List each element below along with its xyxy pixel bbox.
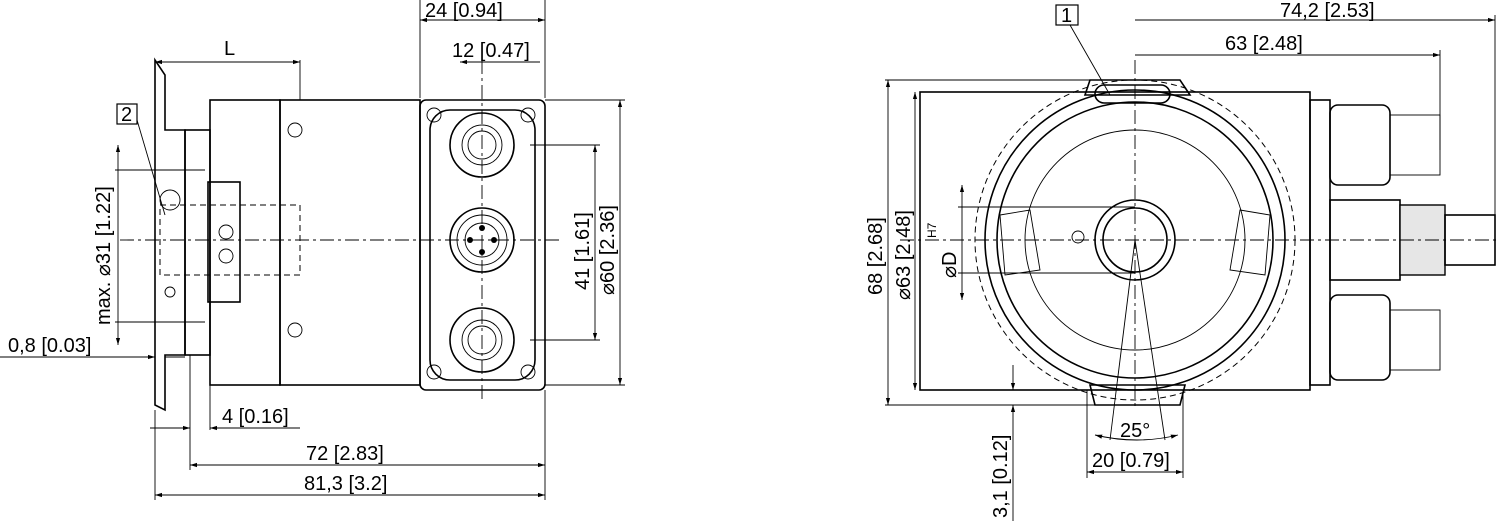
plate-screw-icon	[426, 107, 442, 123]
dim-bore: ⌀D	[939, 252, 961, 278]
housing-outline	[919, 91, 1311, 391]
dim-angle: 25°	[1120, 420, 1150, 442]
flange-hub	[184, 129, 211, 356]
face-slot-left	[999, 209, 1041, 276]
front-view: 1 74,2 [2.53] 63 [2.48] 68 [2.68] ⌀63 [2…	[865, 0, 1500, 521]
plate-screw-icon	[426, 364, 442, 380]
set-screw-icon	[1071, 230, 1085, 244]
dim-total-length: 81,3 [3.2]	[304, 473, 387, 495]
callout-2-box	[116, 103, 138, 125]
side-connector-top	[1329, 104, 1441, 186]
dim-shaft-length: L	[224, 38, 235, 60]
dim-flange-offset: 4 [0.16]	[222, 406, 289, 428]
bottom-lug	[1088, 384, 1187, 406]
face-slot-right	[1229, 209, 1271, 276]
body-screw-icon	[287, 322, 303, 338]
callout-2: 2	[121, 104, 132, 126]
dim-slot-width: 20 [0.79]	[1092, 450, 1170, 472]
flange-hole-icon	[164, 286, 176, 298]
dim-bore-tolerance: H7	[925, 222, 939, 238]
plate-screw-icon	[520, 107, 536, 123]
dim-flange-thickness: 0,8 [0.03]	[8, 335, 91, 357]
dim-slot-offset: 3,1 [0.12]	[990, 435, 1012, 518]
dim-width-top: 24 [0.94]	[425, 0, 503, 22]
body-ring	[209, 99, 281, 386]
clamp-screw-icon	[218, 248, 234, 264]
clamp-screw-icon	[218, 224, 234, 240]
encoder-body	[279, 99, 421, 386]
dim-pin-spacing: 12 [0.47]	[452, 40, 530, 62]
side-view: 24 [0.94] 12 [0.47] L 2 max. ⌀31 [1.22] …	[0, 0, 625, 500]
dim-body-diameter: ⌀60 [2.36]	[597, 205, 619, 295]
dim-height: 68 [2.68]	[865, 217, 887, 295]
shaft-clamp	[207, 181, 241, 303]
top-lug	[1083, 79, 1192, 96]
connector-block	[419, 99, 546, 391]
body-screw-icon	[287, 122, 303, 138]
side-connector-bottom	[1329, 294, 1441, 381]
connector-plate	[429, 109, 536, 381]
dim-housing-diameter: ⌀63 [2.48]	[893, 210, 915, 300]
dim-body-length: 72 [2.83]	[306, 443, 384, 465]
callout-1: 1	[1061, 5, 1072, 27]
callout-1-box	[1055, 4, 1079, 26]
plate-screw-icon	[520, 364, 536, 380]
dim-connector-spacing: 41 [1.61]	[572, 212, 594, 290]
flange-hole-icon	[159, 189, 181, 211]
angle-line-right	[1134, 239, 1166, 441]
dim-shaft-diameter: max. ⌀31 [1.22]	[93, 186, 115, 325]
dim-housing-width: 63 [2.48]	[1225, 33, 1303, 55]
side-connector-plate	[1309, 99, 1331, 386]
dim-total-width: 74,2 [2.53]	[1280, 0, 1375, 22]
